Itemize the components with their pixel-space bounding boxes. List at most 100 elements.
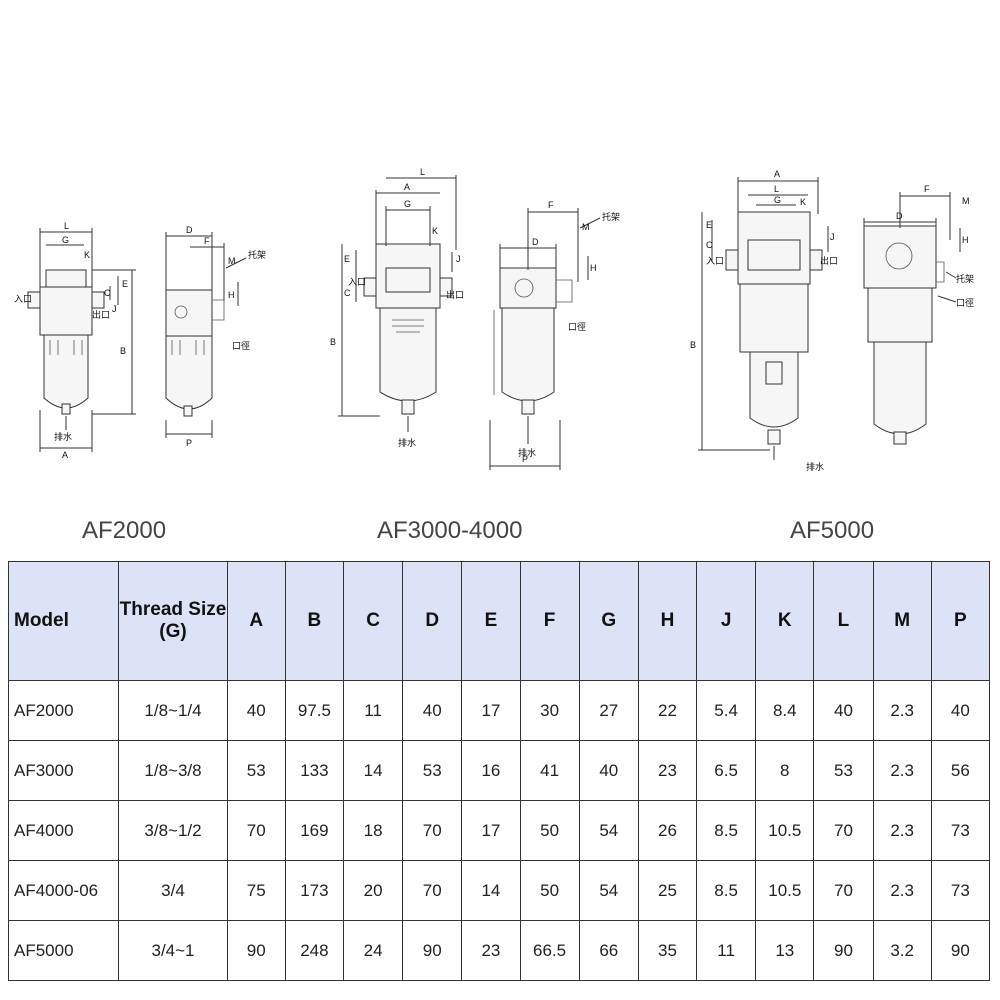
cell-g: 54 <box>578 860 639 921</box>
header-f: F <box>519 561 580 681</box>
af2000-outlet-label: 出口 <box>92 309 110 320</box>
af3000-side-dim-f: F <box>548 200 554 210</box>
af2000-side-dim-p: P <box>186 438 192 448</box>
af3000-side-dim-d: D <box>532 237 539 247</box>
af3000-side-dim-m: M <box>582 222 590 232</box>
cell-c: 20 <box>342 860 404 921</box>
af3000-dim-c: C <box>344 288 351 298</box>
caption-af5000: AF5000 <box>790 517 875 544</box>
af2000-side-dim-m: M <box>228 256 236 266</box>
cell-m: 2.3 <box>872 800 932 861</box>
af5000-side-view: F M D H 托架 口徑 <box>863 184 974 445</box>
cell-d: 70 <box>402 800 463 861</box>
header-b: B <box>284 561 345 681</box>
cell-g: 40 <box>578 740 639 801</box>
cell-e: 16 <box>461 740 521 801</box>
header-k: K <box>755 561 815 681</box>
header-model: Model <box>7 561 120 681</box>
cell-a: 70 <box>226 800 286 861</box>
caption-af2000: AF2000 <box>82 517 167 544</box>
cell-h: 35 <box>637 920 698 981</box>
dimension-spec-table: Model Thread Size (G) A B C D E F G H J … <box>7 561 991 981</box>
table-row: AF4000 3/8~1/2 70 169 18 70 17 50 54 26 … <box>7 800 991 861</box>
cell-k: 8.4 <box>755 680 815 741</box>
af5000-side-dim-d: D <box>896 211 903 221</box>
header-c: C <box>342 561 404 681</box>
cell-p: 73 <box>930 860 991 921</box>
cell-p: 73 <box>930 800 991 861</box>
caption-af3000-4000: AF3000-4000 <box>377 517 523 544</box>
cell-b: 133 <box>284 740 345 801</box>
cell-l: 90 <box>813 920 874 981</box>
cell-c: 14 <box>342 740 404 801</box>
header-m: M <box>872 561 932 681</box>
cell-m: 2.3 <box>872 860 932 921</box>
cell-h: 23 <box>637 740 698 801</box>
cell-c: 18 <box>342 800 404 861</box>
table-row: AF5000 3/4~1 90 248 24 90 23 66.5 66 35 … <box>7 920 991 981</box>
af3000-dim-j: J <box>456 254 461 264</box>
cell-thread: 3/4 <box>118 860 228 921</box>
af5000-dim-a: A <box>774 169 780 179</box>
af2000-port-label: 口徑 <box>232 340 250 351</box>
cell-model: AF3000 <box>7 740 120 801</box>
cell-model: AF5000 <box>7 920 120 981</box>
af2000-dim-e: E <box>122 279 128 289</box>
cell-d: 90 <box>402 920 463 981</box>
cell-a: 90 <box>226 920 286 981</box>
af3000-port-label: 口徑 <box>568 321 586 332</box>
cell-a: 53 <box>226 740 286 801</box>
af3000-bracket-label: 托架 <box>602 211 620 222</box>
cell-p: 40 <box>930 680 991 741</box>
cell-f: 41 <box>519 740 580 801</box>
af5000-dim-k: K <box>800 197 806 207</box>
header-j: J <box>696 561 757 681</box>
af3000-dim-e: E <box>344 254 350 264</box>
af5000-side-dim-h: H <box>962 235 969 245</box>
cell-j: 8.5 <box>696 860 757 921</box>
af2000-dim-a: A <box>62 450 68 460</box>
cell-b: 248 <box>284 920 345 981</box>
cell-m: 2.3 <box>872 740 932 801</box>
table-row: AF2000 1/8~1/4 40 97.5 11 40 17 30 27 22… <box>7 680 991 741</box>
cell-m: 2.3 <box>872 680 932 741</box>
af2000-dim-j: J <box>112 304 117 314</box>
af2000-dim-g: G <box>62 235 69 245</box>
cell-j: 6.5 <box>696 740 757 801</box>
af3000-front-view: L A G K J E C B 入口 出口 排水 <box>330 167 464 448</box>
af2000-dim-l: L <box>64 221 69 231</box>
cell-f: 50 <box>519 800 580 861</box>
cell-e: 23 <box>461 920 521 981</box>
cell-b: 169 <box>284 800 345 861</box>
cell-e: 17 <box>461 680 521 741</box>
af3000-dim-b: B <box>330 337 336 347</box>
af5000-outlet-label: 出口 <box>820 255 838 266</box>
header-d: D <box>402 561 463 681</box>
af3000-side-drain-label: 排水 <box>518 447 536 458</box>
af5000-dim-l: L <box>774 184 779 194</box>
cell-h: 22 <box>637 680 698 741</box>
header-l: L <box>813 561 874 681</box>
cell-k: 10.5 <box>755 860 815 921</box>
cell-d: 53 <box>402 740 463 801</box>
cell-c: 24 <box>342 920 404 981</box>
af2000-side-view: D F M H P 托架 口徑 <box>165 225 266 448</box>
cell-m: 3.2 <box>872 920 932 981</box>
cell-a: 75 <box>226 860 286 921</box>
af2000-dim-k: K <box>84 250 90 260</box>
technical-drawings: L G K C E J B A 入口 出口 排水 D F M H P 托架 口徑 <box>14 167 974 472</box>
af3000-side-dim-h: H <box>590 263 597 273</box>
cell-f: 50 <box>519 860 580 921</box>
cell-k: 10.5 <box>755 800 815 861</box>
cell-c: 11 <box>342 680 404 741</box>
cell-k: 8 <box>755 740 815 801</box>
header-e: E <box>461 561 521 681</box>
af5000-inlet-label: 入口 <box>706 256 724 266</box>
cell-j: 11 <box>696 920 757 981</box>
af5000-side-dim-m: M <box>962 196 970 206</box>
cell-j: 8.5 <box>696 800 757 861</box>
af5000-dim-g: G <box>774 195 781 205</box>
af3000-side-view: F M D H P 托架 口徑 排水 <box>489 200 620 470</box>
cell-d: 70 <box>402 860 463 921</box>
af3000-dim-g: G <box>404 199 411 209</box>
